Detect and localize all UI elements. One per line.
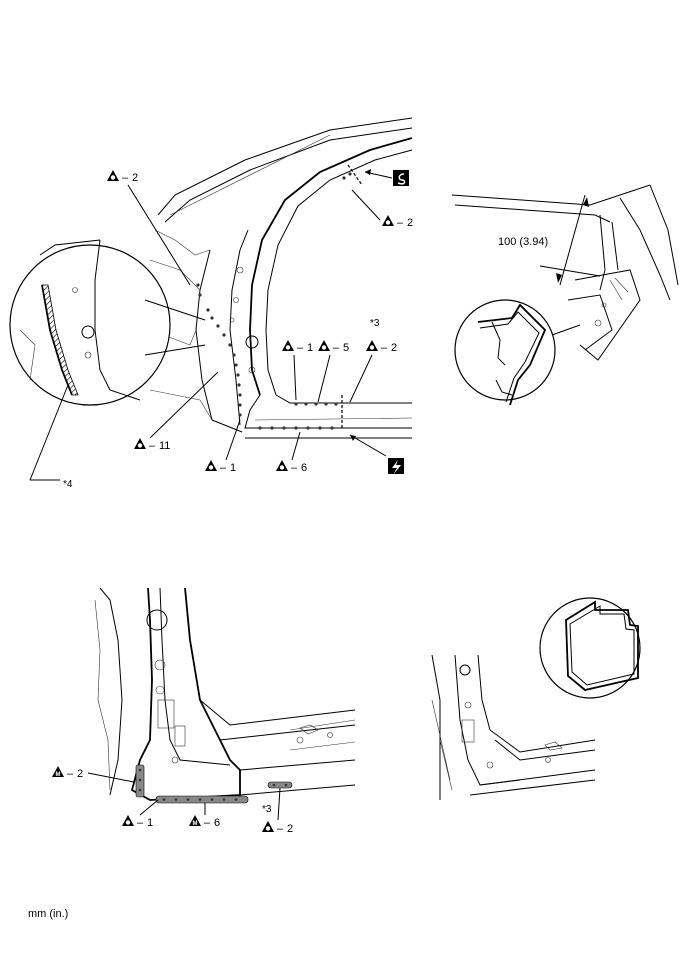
svg-text:2: 2 bbox=[132, 172, 138, 184]
label-a-bottom-6: – 6 bbox=[276, 431, 307, 474]
body-side-main-view bbox=[9, 117, 413, 481]
svg-text:–: – bbox=[397, 217, 404, 229]
label-a-row-2: – 2 bbox=[349, 340, 397, 403]
svg-text:*4: *4 bbox=[63, 479, 73, 490]
label-note-4: *4 bbox=[63, 479, 73, 490]
svg-text:2: 2 bbox=[391, 342, 397, 354]
label-a-top-left: – 2 bbox=[107, 170, 191, 286]
cut-saw-symbol bbox=[364, 169, 409, 186]
svg-text:2: 2 bbox=[287, 823, 293, 835]
label-b-m2: – 2 bbox=[52, 766, 135, 783]
svg-text:*3: *3 bbox=[262, 804, 272, 815]
label-a-top-right: – 2 bbox=[351, 189, 413, 229]
svg-text:1: 1 bbox=[307, 342, 313, 354]
svg-text:2: 2 bbox=[77, 768, 83, 780]
svg-text:–: – bbox=[291, 462, 298, 474]
svg-text:–: – bbox=[137, 817, 144, 829]
label-b-2: – 2 bbox=[262, 787, 293, 835]
svg-text:2: 2 bbox=[407, 217, 413, 229]
svg-text:–: – bbox=[333, 342, 340, 354]
svg-text:6: 6 bbox=[214, 817, 220, 829]
cut-detail-view: 100 (3.94) bbox=[451, 184, 679, 406]
units-note: mm (in.) bbox=[28, 908, 69, 920]
label-note-3-top: *3 bbox=[370, 318, 380, 329]
label-b-1: – 1 bbox=[122, 799, 159, 829]
svg-text:100 (3.94): 100 (3.94) bbox=[498, 236, 548, 248]
label-b-m6: – 6 bbox=[189, 803, 220, 829]
svg-text:–: – bbox=[297, 342, 304, 354]
installed-section-view bbox=[431, 597, 641, 800]
svg-text:6: 6 bbox=[301, 462, 307, 474]
label-a-row-1: – 1 bbox=[282, 340, 313, 401]
svg-text:–: – bbox=[204, 817, 211, 829]
label-a-11: – 11 bbox=[134, 371, 219, 452]
svg-text:–: – bbox=[220, 462, 227, 474]
svg-text:–: – bbox=[67, 768, 74, 780]
svg-text:–: – bbox=[381, 342, 388, 354]
body-side-install-view bbox=[94, 587, 356, 804]
label-a-bottom-1: – 1 bbox=[205, 419, 241, 474]
cut-torch-symbol bbox=[349, 434, 404, 475]
svg-text:–: – bbox=[149, 440, 156, 452]
label-note-3-bottom: *3 bbox=[262, 804, 272, 815]
svg-text:11: 11 bbox=[159, 440, 170, 452]
svg-text:–: – bbox=[122, 172, 129, 184]
svg-text:–: – bbox=[277, 823, 284, 835]
svg-text:1: 1 bbox=[230, 462, 236, 474]
svg-text:1: 1 bbox=[147, 817, 153, 829]
svg-text:*3: *3 bbox=[370, 318, 380, 329]
svg-text:5: 5 bbox=[343, 342, 349, 354]
label-a-row-5: – 5 bbox=[317, 340, 349, 403]
